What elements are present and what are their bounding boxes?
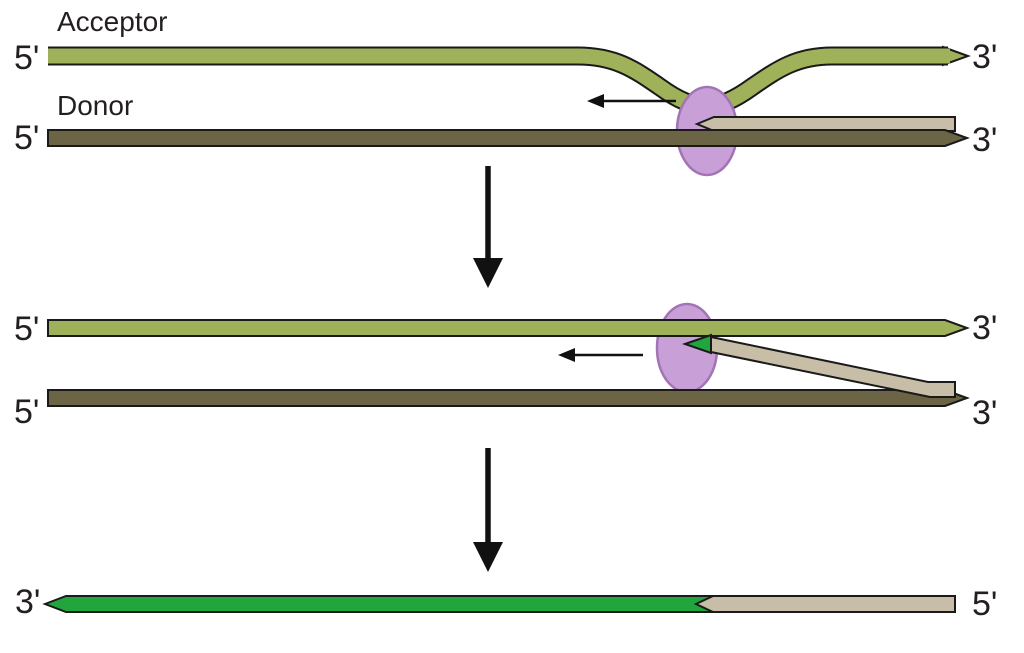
donor-strand — [47, 129, 970, 147]
donor-strand — [47, 389, 970, 407]
donor-3prime-label: 3' — [972, 121, 997, 159]
panel-step2: 5' 5' 3' 3' — [14, 302, 997, 432]
translocation-arrow-icon — [587, 94, 676, 108]
primer-product-strand — [693, 595, 956, 613]
donor-3prime-label: 3' — [972, 394, 997, 432]
step-arrow-icon — [473, 166, 503, 288]
acceptor-5prime-label: 5' — [14, 310, 39, 348]
acceptor-3prime-label: 3' — [972, 38, 997, 76]
panel-step1: Acceptor 5' Donor 5' 3' 3' — [14, 6, 997, 177]
donor-label: Donor — [57, 90, 133, 121]
nascent-product-strand — [42, 595, 713, 613]
acceptor-strand — [47, 319, 970, 337]
donor-5prime-label: 5' — [14, 119, 39, 157]
acceptor-label: Acceptor — [57, 6, 168, 37]
nascent-strand-tip — [681, 333, 712, 355]
step-arrow-icon — [473, 448, 503, 572]
translocation-arrow-icon — [558, 348, 643, 362]
donor-5prime-label: 5' — [14, 393, 39, 431]
panel-step3: 3' 5' — [15, 583, 997, 623]
acceptor-5prime-label: 5' — [14, 39, 39, 77]
acceptor-3prime-label: 3' — [972, 309, 997, 347]
product-3prime-label: 3' — [15, 583, 40, 621]
primer-strand-transferring — [710, 335, 956, 398]
product-5prime-label: 5' — [972, 585, 997, 623]
primer-strand — [694, 116, 956, 132]
acceptor-strand — [48, 48, 950, 114]
